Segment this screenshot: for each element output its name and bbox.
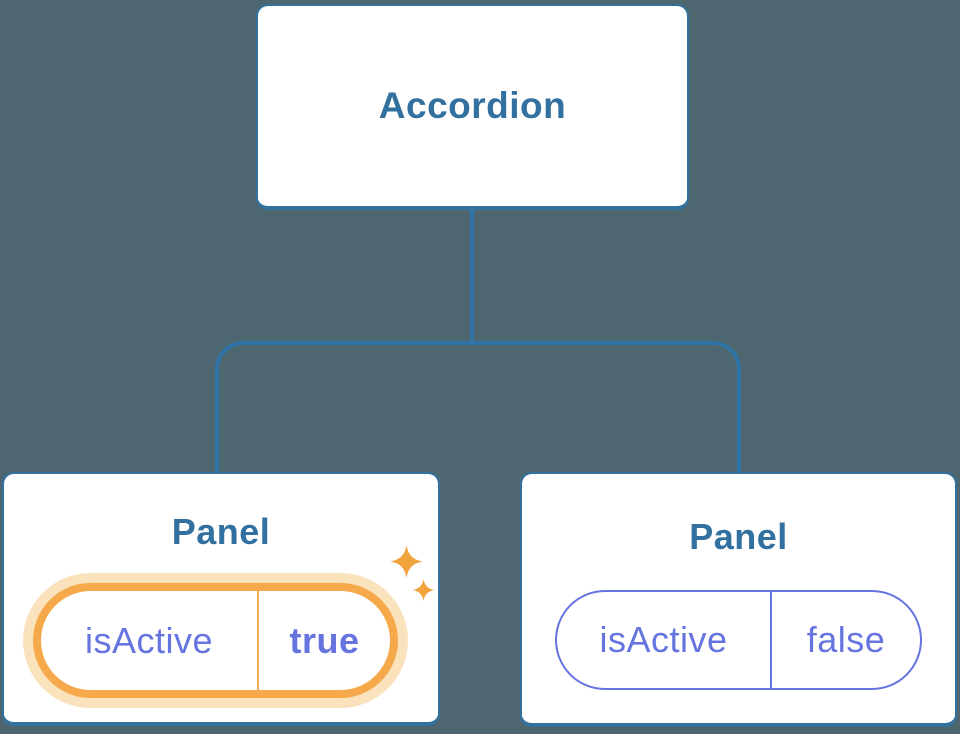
state-key: isActive [41, 591, 259, 690]
panel-node-active: Panel isActive true [2, 472, 440, 726]
state-value: true [289, 619, 360, 661]
state-key: isActive [557, 592, 772, 688]
panel-node-label: Panel [171, 511, 271, 552]
state-pill-active: isActive true [33, 583, 398, 698]
tree-connector-bracket [215, 341, 741, 472]
panel-node-inactive: Panel isActive false [520, 472, 957, 727]
accordion-node-label: Accordion [378, 85, 567, 126]
tree-connector-stem [470, 209, 474, 345]
panel-node-label: Panel [689, 516, 788, 557]
accordion-node: Accordion [256, 4, 689, 210]
sparkles-icon [390, 545, 435, 601]
state-value: false [806, 619, 886, 660]
state-pill-inactive: isActive false [555, 590, 922, 690]
